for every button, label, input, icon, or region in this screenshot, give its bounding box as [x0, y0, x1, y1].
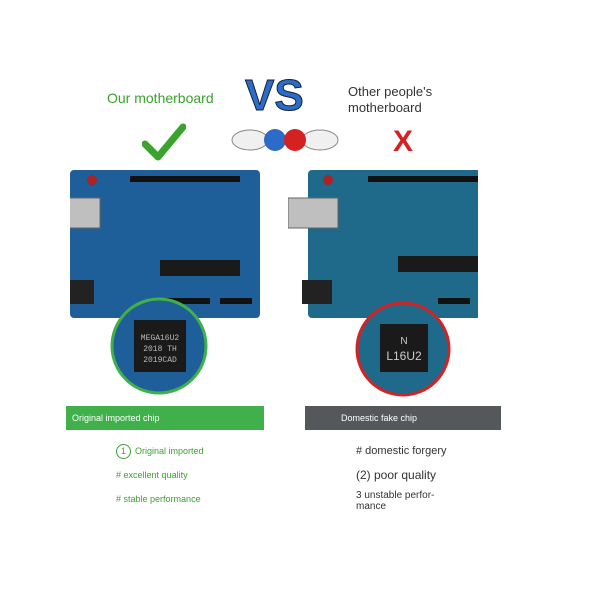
chip-marking-1: MEGA16U2	[141, 334, 180, 343]
chip-marking-2: 2018 TH	[143, 345, 177, 354]
fake-chip-label: Domestic fake chip	[305, 406, 501, 430]
our-motherboard-title: Our motherboard	[107, 90, 214, 106]
feature-right-2: (2) poor quality	[356, 468, 437, 482]
cross-icon: X	[393, 125, 414, 158]
fake-chip-marking-2: L16U2	[386, 349, 422, 363]
original-chip-label: Original imported chip	[66, 406, 264, 430]
fake-board-image	[288, 170, 478, 318]
boxing-gloves-icon	[231, 129, 339, 151]
feature-right-1: # domestic forgery	[356, 445, 447, 457]
feature-left-3: # stable performance	[116, 494, 201, 504]
feature-left-2: # excellent quality	[116, 470, 188, 480]
fake-chip-marking-1: N	[400, 336, 407, 347]
vs-text: VS	[245, 71, 304, 120]
feature-right-3: 3 unstable perfor- mance	[356, 490, 435, 512]
original-chip-zoom: MEGA16U2 2018 TH 2019CAD	[110, 297, 208, 395]
original-board-image	[70, 170, 260, 318]
other-motherboard-title: Other people's motherboard	[348, 84, 433, 115]
vs-emblem: VS	[245, 71, 305, 121]
chip-marking-3: 2019CAD	[143, 356, 177, 365]
checkmark-icon	[142, 123, 186, 161]
circle-number: 1	[116, 444, 131, 459]
fake-chip-zoom: N L16U2	[355, 301, 451, 397]
